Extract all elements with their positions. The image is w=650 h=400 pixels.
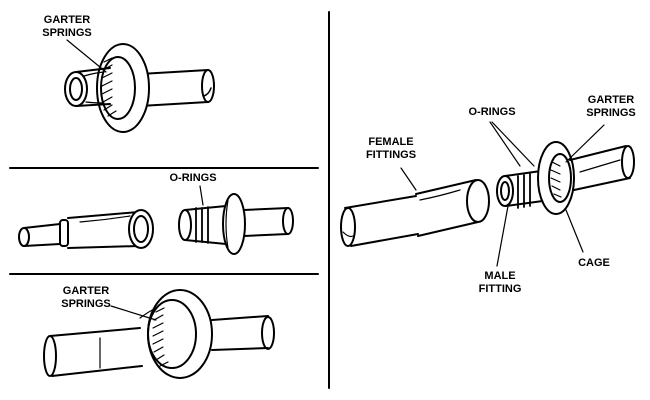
middle-male-fitting-drawing <box>178 185 294 255</box>
middle-female-fitting-drawing <box>18 209 154 249</box>
top-fitting-drawing <box>64 39 215 133</box>
middle-o-rings-label: O-RINGS <box>169 172 217 184</box>
right-cage-drawing <box>537 141 635 215</box>
right-o-rings-label: O-RINGS <box>468 106 516 118</box>
bottom-fitting-drawing <box>43 289 275 379</box>
right-female-fitting-drawing <box>340 179 490 247</box>
cage-label: CAGE <box>578 257 610 269</box>
